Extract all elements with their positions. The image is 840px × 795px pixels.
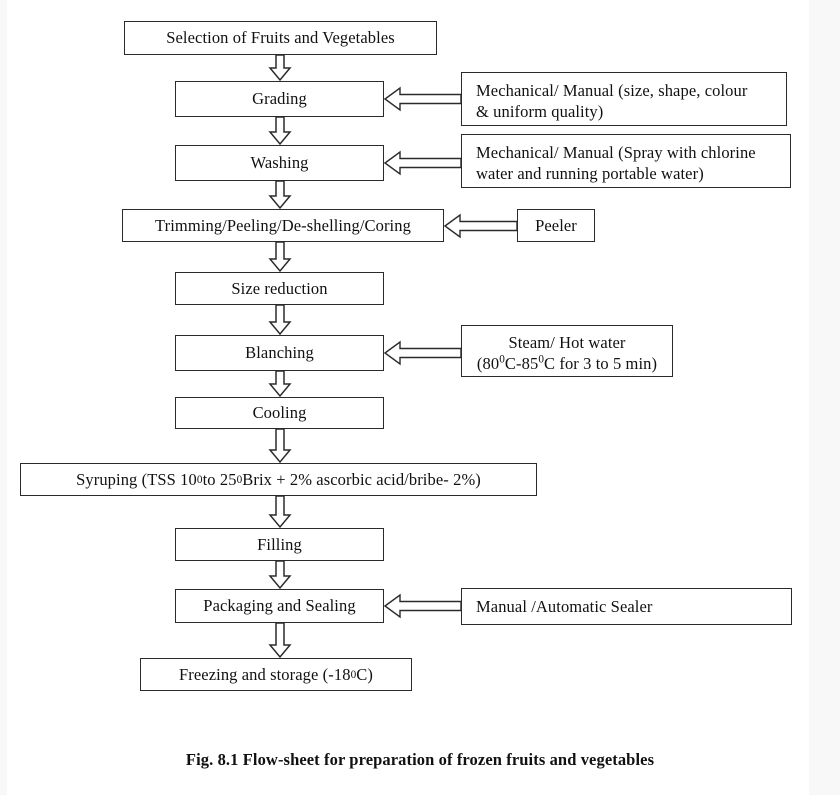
flow-arrow-grading-to-washing [268,116,292,146]
process-box-trimming: Trimming/Peeling/De-shelling/Coring [122,209,444,242]
flow-arrow-filling-to-packaging [268,560,292,590]
annotation-line-2: & uniform quality) [476,102,604,122]
annotation-box-sealer-note: Manual /Automatic Sealer [461,588,792,625]
flow-arrow-blanching-to-cooling [268,370,292,398]
annotation-line-2: water and running portable water) [476,164,704,184]
annotation-arrow-grading-note-to-grading [383,86,462,112]
annotation-line-1: Mechanical/ Manual (size, shape, colour [476,81,748,100]
page-edge-band-right [809,0,840,795]
flow-arrow-size-reduction-to-blanching [268,304,292,336]
figure-caption: Fig. 8.1 Flow-sheet for preparation of f… [185,750,655,769]
annotation-box-blanching-note: Steam/ Hot water (800C-850C for 3 to 5 m… [461,325,673,377]
flow-arrow-cooling-to-syruping [268,428,292,464]
process-box-size-reduction: Size reduction [175,272,384,305]
process-box-packaging: Packaging and Sealing [175,589,384,623]
process-box-cooling: Cooling [175,397,384,429]
annotation-line-1: Steam/ Hot water [508,333,626,352]
flow-arrow-washing-to-trimming [268,180,292,210]
annotation-arrow-washing-note-to-washing [383,150,462,176]
annotation-line-2: (800C-850C for 3 to 5 min) [476,353,658,374]
process-box-filling: Filling [175,528,384,561]
annotation-arrow-blanching-note-to-blanching [383,340,462,366]
annotation-box-washing-note: Mechanical/ Manual (Spray with chlorine … [461,134,791,188]
flow-arrow-trimming-to-size-reduction [268,241,292,273]
process-box-washing: Washing [175,145,384,181]
process-box-grading: Grading [175,81,384,117]
page-edge-band-left [0,0,7,795]
process-box-blanching: Blanching [175,335,384,371]
annotation-arrow-peeler-note-to-trimming [443,213,518,239]
annotation-box-peeler-note: Peeler [517,209,595,242]
annotation-box-grading-note: Mechanical/ Manual (size, shape, colour … [461,72,787,126]
flow-arrow-selection-to-grading [268,54,292,82]
annotation-arrow-sealer-note-to-packaging [383,593,462,619]
process-box-selection: Selection of Fruits and Vegetables [124,21,437,55]
flow-arrow-packaging-to-freezing [268,622,292,659]
annotation-line-1: Mechanical/ Manual (Spray with chlorine [476,143,756,162]
flow-arrow-syruping-to-filling [268,495,292,529]
